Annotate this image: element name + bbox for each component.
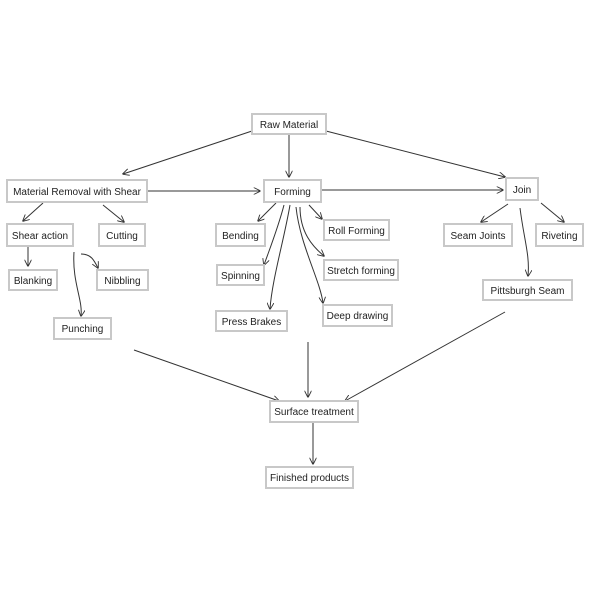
node-nibbling: Nibbling <box>96 269 149 291</box>
node-label-forming: Forming <box>274 187 311 198</box>
node-material-removal: Material Removal with Shear <box>6 179 148 203</box>
edge-forming-to-spinning <box>264 204 285 265</box>
node-label-material-removal: Material Removal with Shear <box>13 187 141 198</box>
node-label-surface-treatment: Surface treatment <box>274 407 354 418</box>
node-deep-drawing: Deep drawing <box>322 304 393 327</box>
edge-forming-to-roll-forming <box>308 204 322 219</box>
node-surface-treatment: Surface treatment <box>269 400 359 423</box>
node-label-finished-products: Finished products <box>270 473 349 484</box>
nodes: Raw Material Material Removal with Shear… <box>6 113 584 489</box>
node-label-join: Join <box>513 185 531 196</box>
node-label-shear-action: Shear action <box>12 231 68 242</box>
edge-forming-to-press-brakes <box>270 204 291 309</box>
node-stretch-forming: Stretch forming <box>323 259 399 281</box>
node-label-blanking: Blanking <box>14 276 52 287</box>
node-label-press-brakes: Press Brakes <box>222 317 281 328</box>
node-blanking: Blanking <box>8 269 58 291</box>
edge-raw-material-to-join <box>325 130 505 177</box>
node-label-riveting: Riveting <box>541 231 577 242</box>
edge-material-removal-to-cutting <box>102 204 124 222</box>
node-finished-products: Finished products <box>265 466 354 489</box>
node-shear-action: Shear action <box>6 223 74 247</box>
node-pittsburgh-seam: Pittsburgh Seam <box>482 279 573 301</box>
node-label-nibbling: Nibbling <box>104 276 140 287</box>
edge-material-removal-to-shear-action <box>23 202 44 221</box>
edge-join-to-riveting <box>540 202 564 222</box>
node-raw-material: Raw Material <box>251 113 327 135</box>
node-label-raw-material: Raw Material <box>260 120 318 131</box>
edge-join-to-pittsburgh-seam <box>519 207 528 276</box>
edge-pittsburgh-seam-to-surface-treatment <box>345 311 506 401</box>
edge-forming-to-deep-drawing <box>295 206 323 303</box>
node-press-brakes: Press Brakes <box>215 310 288 332</box>
edge-shear-action-to-punching <box>73 251 81 316</box>
edge-join-to-seam-joints <box>481 203 509 222</box>
node-label-seam-joints: Seam Joints <box>450 231 505 242</box>
node-label-stretch-forming: Stretch forming <box>327 266 395 277</box>
node-label-punching: Punching <box>62 324 104 335</box>
node-cutting: Cutting <box>98 223 146 247</box>
node-label-bending: Bending <box>222 231 259 242</box>
node-label-deep-drawing: Deep drawing <box>327 311 389 322</box>
edge-forming-to-bending <box>258 202 277 221</box>
edge-raw-material-to-material-removal <box>123 130 253 174</box>
edge-punching-to-surface-treatment <box>133 349 279 401</box>
node-punching: Punching <box>53 317 112 340</box>
edge-shear-action-to-nibbling <box>80 253 98 268</box>
edges <box>23 130 564 464</box>
node-bending: Bending <box>215 223 266 247</box>
node-label-cutting: Cutting <box>106 231 138 242</box>
node-riveting: Riveting <box>535 223 584 247</box>
node-label-pittsburgh-seam: Pittsburgh Seam <box>491 286 565 297</box>
node-label-roll-forming: Roll Forming <box>328 226 385 237</box>
node-label-spinning: Spinning <box>221 271 260 282</box>
edge-forming-to-stretch-forming <box>299 206 324 256</box>
node-spinning: Spinning <box>216 264 265 286</box>
node-join: Join <box>505 177 539 201</box>
node-roll-forming: Roll Forming <box>323 219 390 241</box>
node-forming: Forming <box>263 179 322 203</box>
node-seam-joints: Seam Joints <box>443 223 513 247</box>
